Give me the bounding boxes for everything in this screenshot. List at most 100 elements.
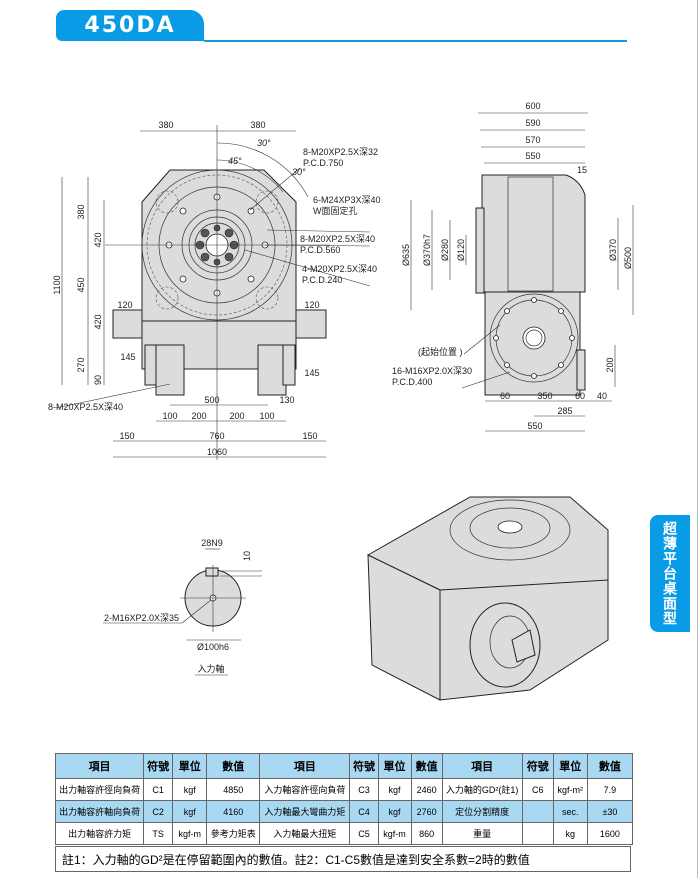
column-header: 項目 [441,753,523,779]
column-header: 單位 [377,753,412,779]
column-header: 數值 [586,753,634,779]
column-header: 項目 [259,753,351,779]
view-caption: 入力軸 [197,663,224,674]
callout: P.C.D.750 [303,158,343,168]
callout: 6-M24XP3X深40 [313,195,381,205]
table-cell: 定位分割精度 [441,800,523,823]
dim-label: Ø500 [623,247,633,269]
column-header: 符號 [143,753,174,779]
dim-label: 600 [525,101,540,111]
table-cell: ±30 [586,800,634,823]
dim-label: 100 [259,411,274,421]
dim-label: 760 [209,431,224,441]
table-cell: kgf [172,800,208,823]
table-cell: kg [552,822,588,845]
table-cell: 出力軸容許徑向負荷 [54,778,145,801]
table-cell: C2 [143,800,174,823]
dim-label: Ø120 [456,239,466,261]
column-header: 項目 [54,753,145,779]
dim-label: 550 [527,421,542,431]
dim-label: 150 [119,431,134,441]
side-view [410,112,634,432]
dim-label: 380 [250,120,265,130]
table-cell: kgf-m [172,822,208,845]
front-view-labels: 380 380 30° 45° 30° 8-M20XP2.5X深32 P.C.D… [48,120,381,457]
side-view-labels: 600 590 570 550 15 Ø635 Ø370h7 Ø280 Ø120… [392,101,633,431]
callout: 4-M20XP2.5X深40 [302,264,377,274]
dim-label: Ø635 [401,244,411,266]
column-header: 單位 [552,753,588,779]
dim-label: 420 [93,232,103,247]
table-cell: 2760 [410,800,443,823]
angle-label: 30° [292,167,306,177]
callout: (起始位置 ) [418,346,463,357]
table-cell: sec. [552,800,588,823]
table-cell: C5 [349,822,379,845]
table-cell: TS [143,822,174,845]
dim-label: 200 [229,411,244,421]
table-cell: C6 [521,778,554,801]
dim-label: 380 [158,120,173,130]
dim-label: 200 [605,357,615,372]
callout: 8-M20XP2.5X深32 [303,147,378,157]
callout: P.C.D.400 [392,377,432,387]
column-header: 數值 [410,753,443,779]
dim-label: 145 [120,352,135,362]
page-edge [697,0,698,878]
table-cell: C3 [349,778,379,801]
column-header: 數值 [206,753,261,779]
dim-label: 130 [279,395,294,405]
column-header: 符號 [521,753,554,779]
dim-label: 15 [577,165,587,175]
dim-label: 1100 [52,275,62,294]
dim-label: Ø370 [608,239,618,261]
dim-label: 380 [76,204,86,219]
spec-table: 項目 符號 單位 數值 項目 符號 單位 數值 項目 符號 單位 數值 出力軸容… [54,753,634,845]
table-cell: 入力軸最大扭矩 [259,822,351,845]
dim-label: 285 [557,406,572,416]
table-note: 註1：入力軸的GD²是在停留範圍內的數值。註2：C1-C5數值是達到安全系數=2… [55,846,631,872]
callout: 8-M20XP2.5X深40 [48,402,123,412]
dim-label: 100 [162,411,177,421]
callout: 8-M20XP2.5X深40 [300,234,375,244]
table-cell: 2460 [410,778,443,801]
dim-label: 550 [525,151,540,161]
input-shaft-view: 28N9 10 2-M16XP2.0X深35 Ø100h6 入力軸 [103,538,262,676]
table-cell: kgf-m [377,822,412,845]
callout: P.C.D.240 [302,275,342,285]
table-cell: 860 [410,822,443,845]
dim-label: 145 [304,368,319,378]
column-header: 符號 [349,753,379,779]
dim-label: 60 [500,391,510,401]
table-cell: kgf [377,800,412,823]
callout: 2-M16XP2.0X深35 [104,613,179,623]
table-cell: 重量 [441,822,523,845]
table-cell: 1600 [586,822,634,845]
dim-label: 270 [76,357,86,372]
table-cell: 7.9 [586,778,634,801]
isometric-view [366,496,609,701]
table-cell: 出力軸容許軸向負荷 [54,800,145,823]
table-cell: C1 [143,778,174,801]
dim-label: 40 [597,391,607,401]
table-cell: C4 [349,800,379,823]
table-cell: 入力軸容許徑向負荷 [259,778,351,801]
angle-label: 30° [257,138,271,148]
table-cell: 參考力矩表 [206,822,261,845]
callout: W面固定孔 [313,205,358,216]
table-cell: 入力軸最大彎曲力矩 [259,800,351,823]
dim-label: 420 [93,314,103,329]
table-cell: 出力軸容許力矩 [54,822,145,845]
dim-label: Ø370h7 [422,234,432,266]
table-header-row: 項目 符號 單位 數值 項目 符號 單位 數值 項目 符號 單位 數值 [54,753,634,779]
dim-label: Ø280 [440,239,450,261]
table-cell: 入力軸的GD²(註1) [441,778,523,801]
dim-label: 1060 [207,447,227,457]
table-cell: kgf-m² [552,778,588,801]
dim-label: 500 [204,395,219,405]
dim-label: 590 [525,118,540,128]
